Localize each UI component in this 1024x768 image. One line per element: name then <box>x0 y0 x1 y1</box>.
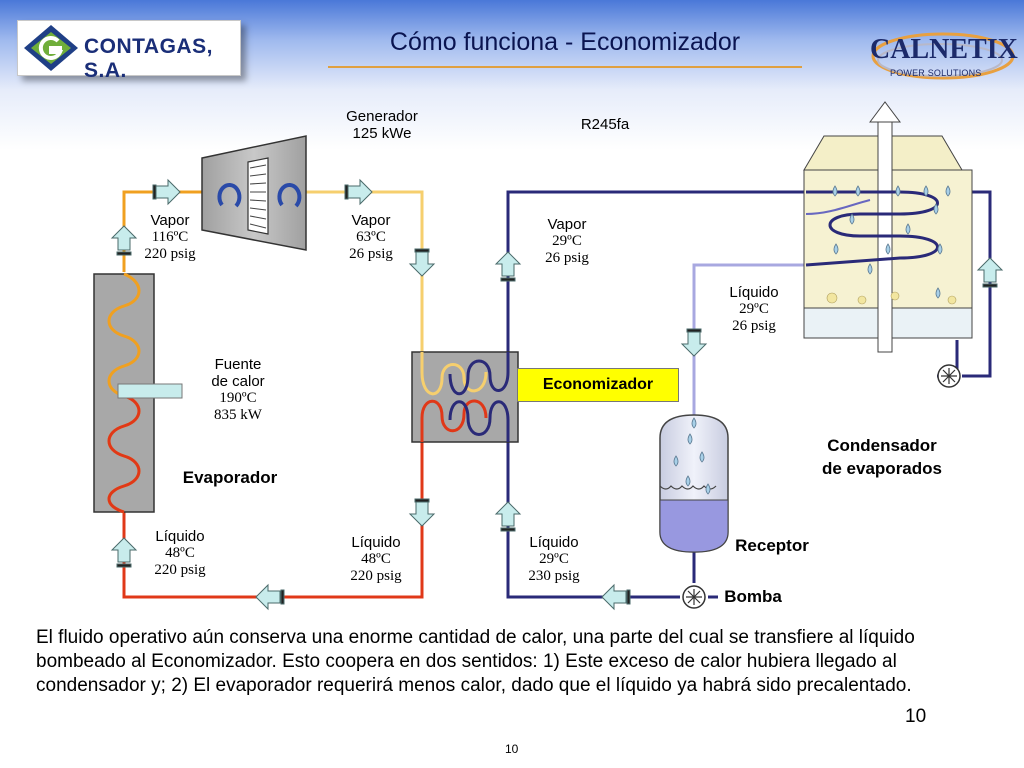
state-pressure: 230 psig <box>528 568 580 584</box>
evaporative-condenser <box>803 101 973 353</box>
state-pressure: 26 psig <box>545 250 589 266</box>
state-name: Vapor <box>351 212 391 229</box>
state-temp: 63ºC <box>356 229 386 245</box>
calnetix-swoosh-icon <box>871 32 1015 80</box>
liquid-econ-out-label: Líquido 48ºC 220 psig <box>338 534 414 585</box>
contagas-g-icon <box>24 25 78 71</box>
state-name: Líquido <box>529 534 579 551</box>
vapor-turbine-out-label: Vapor 63ºC 26 psig <box>334 212 408 263</box>
state-pressure: 220 psig <box>154 562 206 578</box>
generator-label-line2: 125 kWe <box>352 125 412 142</box>
evaporator-label: Evaporador <box>182 468 278 487</box>
flow-arrow-left-bottom <box>255 583 285 611</box>
vapor-econ-out-label: Vapor 29ºC 26 psig <box>530 216 604 267</box>
flow-arrow-up-econ-cold-out <box>494 251 522 282</box>
state-name: Vapor <box>547 216 587 233</box>
state-temp: 29ºC <box>552 233 582 249</box>
economizer-label: Economizador <box>517 368 679 402</box>
flow-arrow-down-econ-in <box>408 248 436 277</box>
receiver-tank <box>659 414 729 553</box>
flow-arrow-up-evap-in <box>110 537 138 568</box>
calnetix-logo: CALNETIX POWER SOLUTIONS <box>868 18 1018 88</box>
state-temp: 48ºC <box>361 551 391 567</box>
receiver-label: Receptor <box>735 536 809 555</box>
page-title: Cómo funciona - Economizador <box>389 28 741 56</box>
page-number: 10 <box>905 706 927 727</box>
flow-arrow-right-turbine-in <box>152 178 181 206</box>
flow-arrow-down-econ-hot-out <box>408 498 436 527</box>
vapor-evap-out-label: Vapor 116ºC 220 psig <box>134 212 206 263</box>
condenser-pump-icon <box>937 364 961 388</box>
state-name: Líquido <box>351 534 401 551</box>
flow-arrow-down-receiver-in <box>680 328 708 357</box>
state-name: Líquido <box>729 284 779 301</box>
condenser-label-line2: de evaporados <box>822 459 942 478</box>
explanation-paragraph: El fluido operativo aún conserva una eno… <box>36 627 915 696</box>
refrigerant-label: R245fa <box>580 116 630 133</box>
liquid-pump-out-label: Líquido 29ºC 230 psig <box>516 534 592 585</box>
generator-label-line1: Generador <box>346 108 418 125</box>
flow-arrow-up-condenser <box>976 257 1004 288</box>
state-pressure: 26 psig <box>732 318 776 334</box>
calnetix-logo-text: CALNETIX <box>870 34 1018 65</box>
evaporator <box>93 272 183 514</box>
state-pressure: 26 psig <box>349 246 393 262</box>
flow-arrow-up-evap-out <box>110 225 138 256</box>
state-name: Líquido <box>155 528 205 545</box>
state-pressure: 220 psig <box>144 246 196 262</box>
title-underline <box>328 66 802 68</box>
state-temp: 29ºC <box>739 301 769 317</box>
condenser-label-line1: Condensador <box>827 436 937 455</box>
calnetix-logo-subtitle: POWER SOLUTIONS <box>890 68 982 78</box>
generator-label: Generador 125 kWe <box>334 108 430 142</box>
pipe-condensate <box>692 263 806 415</box>
heat-source-label: Fuente de calor 190ºC 835 kW <box>198 356 278 424</box>
state-name: Vapor <box>150 212 190 229</box>
economizer <box>411 351 519 443</box>
state-pressure: 220 psig <box>350 568 402 584</box>
turbine <box>201 135 307 251</box>
liquid-cond-out-label: Líquido 29ºC 26 psig <box>716 284 792 335</box>
state-temp: 48ºC <box>165 545 195 561</box>
flow-arrow-up-econ-cold-in <box>494 501 522 532</box>
condenser-label: Condensador de evaporados <box>814 434 950 480</box>
footer-page-number: 10 <box>505 742 519 756</box>
heat-source-line2: de calor <box>211 373 265 390</box>
flow-arrow-left-pump-out <box>601 583 631 611</box>
state-temp: 29ºC <box>539 551 569 567</box>
heat-source-line1: Fuente <box>214 356 262 373</box>
cycle-diagram <box>93 101 1004 611</box>
heat-source-power: 835 kW <box>214 407 262 423</box>
pump-icon <box>682 585 706 609</box>
state-temp: 116ºC <box>151 229 189 245</box>
pump-label: Bomba <box>724 587 782 606</box>
heat-source-temp: 190ºC <box>219 390 257 406</box>
flow-arrow-right-turbine-out <box>344 178 373 206</box>
liquid-evap-in-label: Líquido 48ºC 220 psig <box>142 528 218 579</box>
contagas-logo-text: CONTAGAS, S.A. <box>84 35 213 82</box>
contagas-logo: CONTAGAS, S.A. <box>17 20 241 82</box>
